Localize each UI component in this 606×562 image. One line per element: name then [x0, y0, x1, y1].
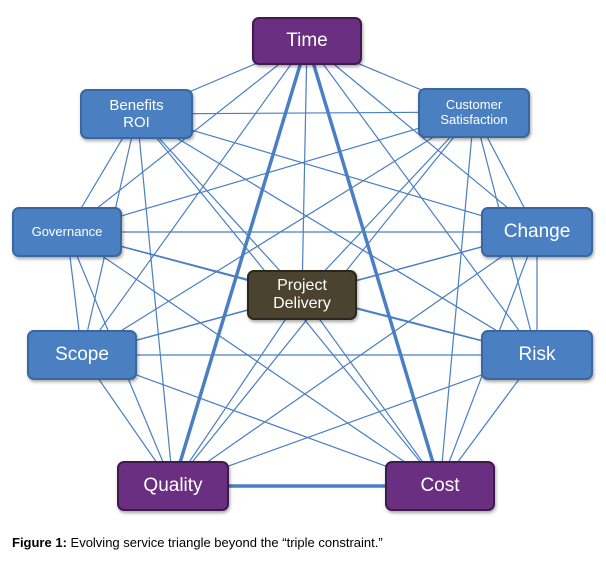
- connection-line-23: [136, 113, 538, 233]
- connection-line-15: [66, 111, 475, 233]
- caption-label: Figure 1:: [12, 535, 67, 550]
- connection-line-20: [172, 231, 538, 487]
- node-benefits-roi-label: Benefits ROI: [109, 96, 164, 131]
- node-time-label: Time: [286, 30, 328, 52]
- connection-line-38: [136, 113, 174, 487]
- node-customer-satisfaction: Customer Satisfaction: [418, 88, 530, 138]
- node-scope: Scope: [27, 330, 137, 380]
- connection-line-45: [136, 113, 303, 296]
- connection-line-39: [172, 294, 303, 487]
- node-cost: Cost: [385, 461, 495, 511]
- connection-line-17: [301, 111, 475, 296]
- connection-lines: [66, 41, 538, 488]
- connection-line-26: [172, 354, 538, 487]
- node-quality-label: Quality: [143, 475, 203, 497]
- node-change-label: Change: [503, 221, 571, 243]
- node-scope-label: Scope: [55, 344, 109, 366]
- node-quality: Quality: [117, 461, 229, 511]
- node-change: Change: [481, 207, 593, 257]
- connection-line-5: [171, 41, 309, 487]
- node-governance-label: Governance: [31, 223, 103, 239]
- connection-line-9: [301, 41, 308, 296]
- connection-line-35: [301, 294, 441, 487]
- figure-caption: Figure 1: Evolving service triangle beyo…: [12, 535, 383, 550]
- service-network-diagram: Time Customer Satisfaction Change Risk C…: [12, 17, 593, 511]
- connection-line-6: [81, 41, 308, 356]
- connection-line-12: [439, 111, 475, 487]
- connection-line-16: [136, 111, 475, 115]
- node-risk-label: Risk: [518, 344, 556, 366]
- connection-line-33: [66, 231, 441, 487]
- caption-text: Evolving service triangle beyond the “tr…: [66, 535, 383, 550]
- connection-line-32: [81, 354, 441, 487]
- connection-line-29: [136, 113, 538, 356]
- node-cost-label: Cost: [420, 475, 460, 497]
- connection-line-4: [305, 41, 442, 487]
- node-customer-satisfaction-label: Customer Satisfaction: [440, 97, 508, 127]
- connection-line-14: [81, 111, 475, 356]
- node-project-delivery-label: Project Delivery: [273, 276, 331, 312]
- node-risk: Risk: [481, 330, 593, 380]
- node-benefits-roi: Benefits ROI: [80, 89, 193, 139]
- node-time: Time: [252, 17, 362, 65]
- node-project-delivery: Project Delivery: [247, 270, 357, 320]
- node-governance: Governance: [12, 207, 122, 257]
